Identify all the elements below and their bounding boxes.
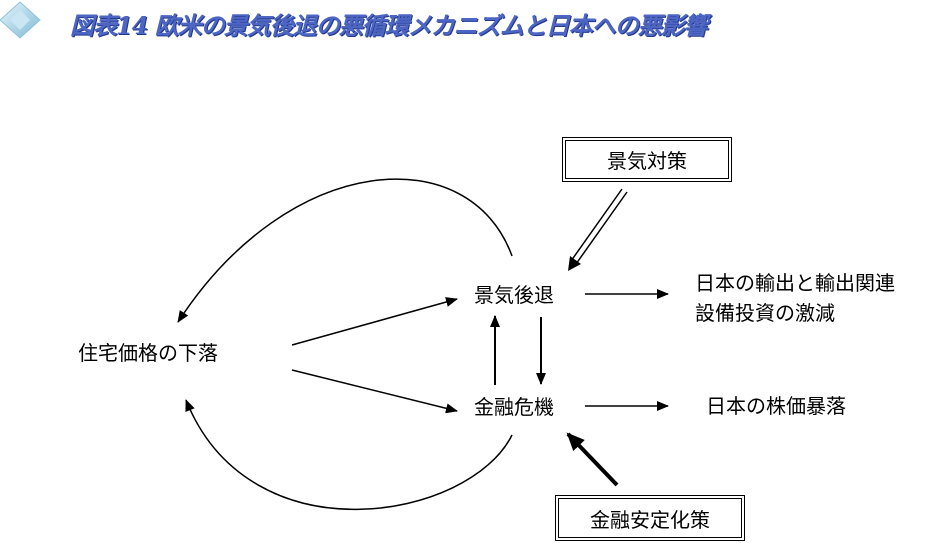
box-economic-stimulus: 景気対策 bbox=[562, 137, 732, 182]
arrow-stimulus-to-recession-head bbox=[568, 256, 581, 271]
arrow-housing-to-recession bbox=[291, 297, 458, 346]
diagram-title: 図表14 欧米の景気後退の悪循環メカニズムと日本への悪影響 bbox=[70, 11, 708, 40]
node-japan-exports-line2: 設備投資の激減 bbox=[695, 301, 835, 325]
arrow-crisis-loop-to-housing bbox=[185, 399, 513, 511]
arrow-stabilization-to-crisis bbox=[566, 432, 619, 487]
node-japan-stock-crash: 日本の株価暴落 bbox=[706, 394, 846, 418]
node-japan-exports-line1: 日本の輸出と輸出関連 bbox=[695, 271, 895, 295]
arrow-housing-to-crisis bbox=[291, 369, 458, 414]
node-recession: 景気後退 bbox=[474, 283, 554, 307]
box-financial-stabilization: 金融安定化策 bbox=[555, 495, 745, 541]
arrow-recession-loop-to-housing bbox=[177, 178, 513, 323]
node-housing-price-decline: 住宅価格の下落 bbox=[78, 341, 218, 365]
node-financial-crisis: 金融危機 bbox=[474, 395, 554, 419]
diamond-bullet-icon bbox=[0, 1, 41, 39]
arrow-stimulus-to-recession-b bbox=[575, 191, 628, 265]
arrow-stimulus-to-recession-a bbox=[570, 188, 623, 262]
